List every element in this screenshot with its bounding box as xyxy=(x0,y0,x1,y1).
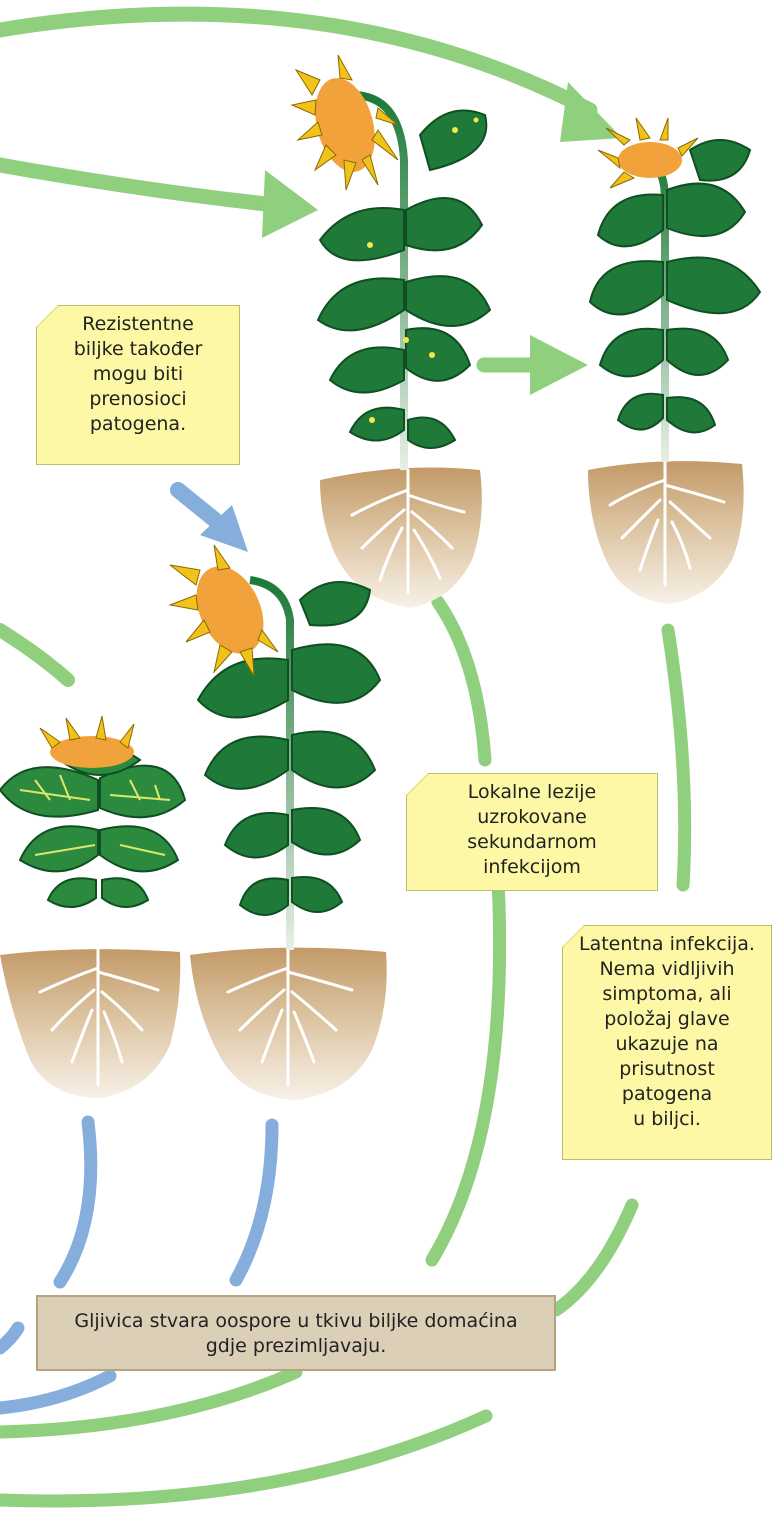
line-right-down xyxy=(668,630,685,885)
line-wilted-down xyxy=(438,602,485,760)
note-local-lesions: Lokalne lezije uzrokovane sekundarnom in… xyxy=(406,773,658,891)
arrow-blue-down xyxy=(178,490,215,520)
arrow-left-to-wilted xyxy=(0,165,275,205)
wilted-flower-head xyxy=(292,55,398,190)
note-local-lesions-text: Lokalne lezije uzrokovane sekundarnom in… xyxy=(411,780,653,880)
sunflower-healthy-icon xyxy=(590,118,760,462)
arrow-left-to-stunted xyxy=(0,630,68,680)
arrow-middle-right-head xyxy=(530,335,588,395)
drooping-flower-head xyxy=(170,545,278,676)
line-blue-bottom-arc xyxy=(0,1376,110,1408)
stunted-flower-head xyxy=(40,716,134,768)
line-right-lower xyxy=(556,1205,632,1310)
note-latent-infection: Latentna infekcija. Nema vidljivih simpt… xyxy=(562,925,772,1160)
line-blue-left xyxy=(60,1122,91,1282)
sunflower-stunted-icon xyxy=(0,716,185,950)
note-resistant-plants: Rezistentne biljke također mogu biti pre… xyxy=(36,305,240,465)
line-blue-bottom-left xyxy=(0,1328,18,1348)
note-oospores-text: Gljivica stvara oospore u tkivu biljke d… xyxy=(42,1309,550,1359)
sunflower-wilted-icon xyxy=(292,55,490,470)
line-middle-down xyxy=(432,880,500,1260)
note-oospores: Gljivica stvara oospore u tkivu biljke d… xyxy=(36,1295,556,1371)
arrow-left-to-wilted-head xyxy=(262,170,318,238)
arrow-top-arc xyxy=(0,14,590,110)
healthy-flower-head xyxy=(598,118,698,188)
note-resistant-text: Rezistentne biljke također mogu biti pre… xyxy=(41,312,235,437)
note-latent-text: Latentna infekcija. Nema vidljivih simpt… xyxy=(567,932,767,1132)
line-blue-right xyxy=(236,1125,272,1280)
sunflower-drooping-icon xyxy=(170,545,380,950)
